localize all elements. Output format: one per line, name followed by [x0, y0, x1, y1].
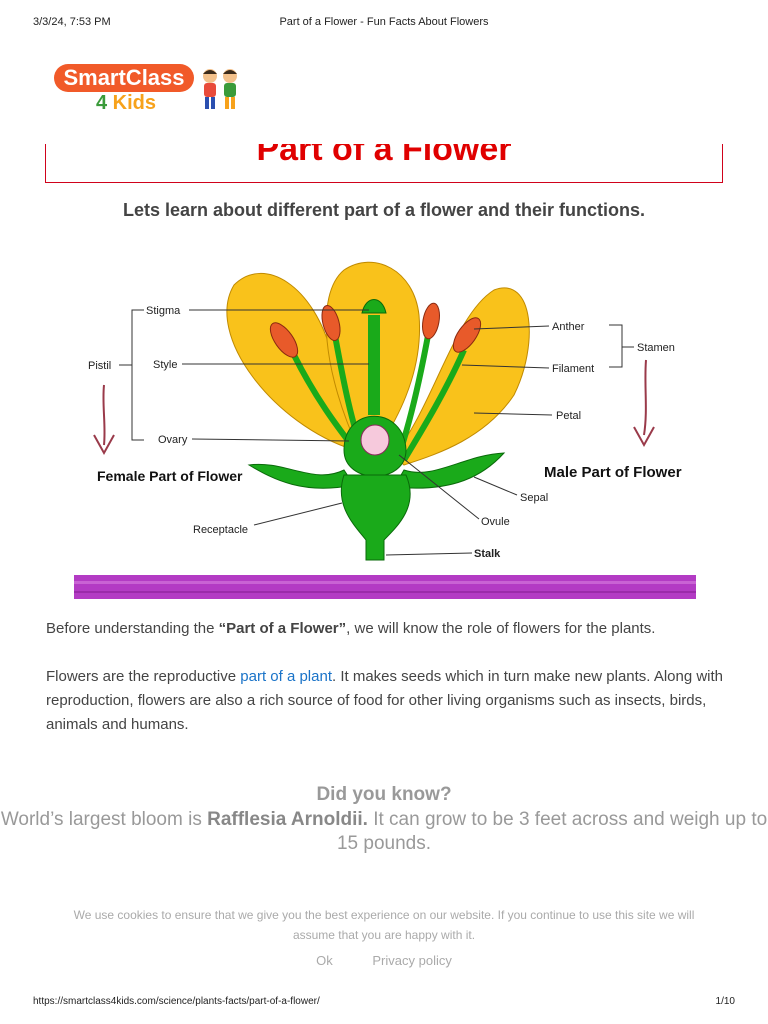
label-female: Female Part of Flower: [97, 468, 243, 484]
intro-text-2: , we will know the role of flowers for t…: [346, 620, 656, 637]
cookie-ok-button[interactable]: Ok: [316, 953, 333, 968]
label-style: Style: [153, 359, 177, 371]
flower-diagram: Stigma Style Pistil Ovary Female Part of…: [74, 261, 696, 599]
receptacle-shape: [340, 474, 411, 561]
male-arrow-icon: [643, 359, 647, 436]
label-stigma: Stigma: [146, 305, 181, 317]
label-petal: Petal: [556, 410, 581, 422]
label-anther: Anther: [552, 321, 585, 333]
intro-paragraph: Before understanding the “Part of a Flow…: [46, 617, 736, 641]
intro-bold: “Part of a Flower”: [218, 620, 347, 637]
part-of-plant-link[interactable]: part of a plant: [240, 668, 332, 685]
privacy-policy-link[interactable]: Privacy policy: [372, 953, 452, 968]
label-pistil: Pistil: [88, 360, 111, 372]
label-sepal: Sepal: [520, 492, 548, 504]
ovule-shape: [360, 424, 390, 456]
female-arrow-icon: [102, 384, 106, 446]
dyk-bold: Rafflesia Arnoldii.: [207, 809, 368, 830]
sepal-left: [247, 463, 355, 489]
site-logo[interactable]: SmartClass 4 Kids: [54, 62, 244, 118]
did-you-know-text: World’s largest bloom is Rafflesia Arnol…: [0, 808, 768, 856]
label-stalk: Stalk: [474, 548, 501, 560]
reproduction-paragraph: Flowers are the reproductive part of a p…: [46, 665, 736, 737]
repro-text-2: . It makes seeds which in turn make new …: [46, 668, 724, 733]
label-ovary: Ovary: [158, 434, 188, 446]
anther-1: [269, 322, 299, 358]
print-title: Part of a Flower - Fun Facts About Flowe…: [279, 16, 489, 28]
print-date: 3/3/24, 7:53 PM: [33, 16, 111, 28]
cookie-buttons: Ok Privacy policy: [0, 953, 768, 968]
page-title: Part of a Flower: [256, 144, 512, 168]
print-url: https://smartclass4kids.com/science/plan…: [33, 996, 320, 1007]
label-ovule: Ovule: [481, 516, 510, 528]
kids-mascot-icon: [203, 69, 237, 109]
logo-kids: Kids: [107, 92, 157, 114]
logo-four: 4: [96, 92, 108, 114]
anther-3: [422, 302, 440, 340]
filament-4: [401, 348, 467, 462]
repro-text-1: Flowers are the reproductive: [46, 668, 241, 685]
did-you-know-heading: Did you know?: [316, 784, 452, 805]
logo-text: SmartClass: [54, 64, 194, 92]
label-male: Male Part of Flower: [544, 464, 682, 481]
print-header: 3/3/24, 7:53 PM Part of a Flower - Fun F…: [0, 0, 768, 40]
label-filament: Filament: [552, 363, 594, 375]
page-subtitle: Lets learn about different part of a flo…: [122, 200, 646, 220]
anther-4: [452, 317, 482, 353]
anther-2: [321, 304, 341, 342]
sepal-right: [393, 452, 506, 489]
dyk-text-1: World’s largest bloom is: [0, 809, 208, 830]
dyk-text-2: It can grow to be 3 feet across and weig…: [336, 809, 768, 854]
label-stamen: Stamen: [637, 342, 675, 354]
cookie-notice: We use cookies to ensure that we give yo…: [73, 908, 695, 942]
intro-text-1: Before understanding the: [46, 620, 219, 637]
print-footer: https://smartclass4kids.com/science/plan…: [0, 994, 768, 1024]
ground-strip: [74, 575, 696, 599]
print-page-number: 1/10: [715, 996, 735, 1007]
logo-subtext: 4 Kids: [96, 92, 156, 115]
page-title-box: Part of a Flower: [45, 144, 723, 183]
label-receptacle: Receptacle: [193, 524, 248, 536]
